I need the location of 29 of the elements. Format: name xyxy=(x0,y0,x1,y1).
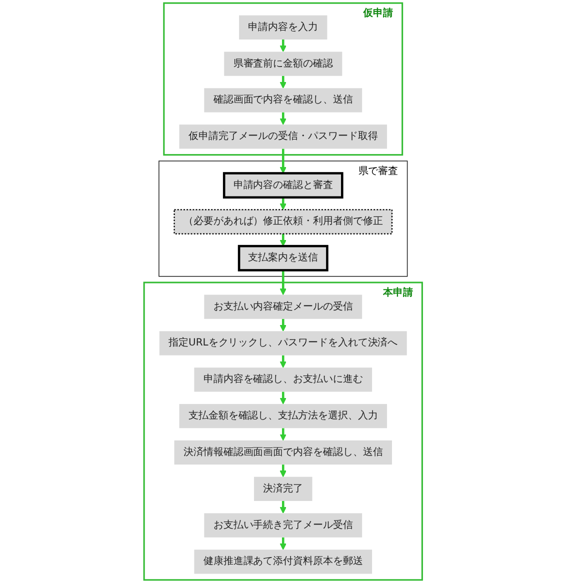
arrow xyxy=(280,355,287,368)
node-box: 県審査前に金額の確認 xyxy=(224,52,343,76)
node-box: お支払い手続き完了メール受信 xyxy=(204,513,362,538)
arrow xyxy=(280,148,287,174)
node-box: 健康推進課あて添付資料原本を郵送 xyxy=(194,550,372,574)
node-box: 申請内容を入力 xyxy=(239,15,328,40)
arrow xyxy=(280,234,287,246)
node-box: 仮申請完了メールの受信・パスワード取得 xyxy=(180,124,388,149)
node-box: お支払い内容確定メールの受信 xyxy=(204,294,362,319)
arrow xyxy=(280,197,287,210)
arrow xyxy=(280,318,287,332)
node-box: 支払案内を送信 xyxy=(238,244,329,272)
node-box: 指定URLをクリックし、パスワードを入れて決済へ xyxy=(160,331,408,356)
node-box: 申請内容の確認と審査 xyxy=(223,172,344,199)
arrow xyxy=(280,112,287,125)
arrow xyxy=(280,270,287,296)
arrow xyxy=(280,500,287,514)
node-box: 決済情報確認画面画面で内容を確認し、送信 xyxy=(174,440,392,465)
arrow xyxy=(280,392,287,404)
arrow xyxy=(280,428,287,441)
arrow xyxy=(280,39,287,52)
node-box: 確認画面で内容を確認し、送信 xyxy=(204,88,362,112)
node-box: （必要があれば）修正依頼・利用者側で修正 xyxy=(174,209,393,234)
node-box: 支払金額を確認し、支払方法を選択、入力 xyxy=(180,404,388,428)
node-box: 申請内容を確認し、お支払いに進む xyxy=(194,368,372,392)
arrow xyxy=(280,537,287,550)
arrow xyxy=(280,76,287,88)
arrow xyxy=(280,464,287,478)
node-box: 決済完了 xyxy=(254,476,313,501)
